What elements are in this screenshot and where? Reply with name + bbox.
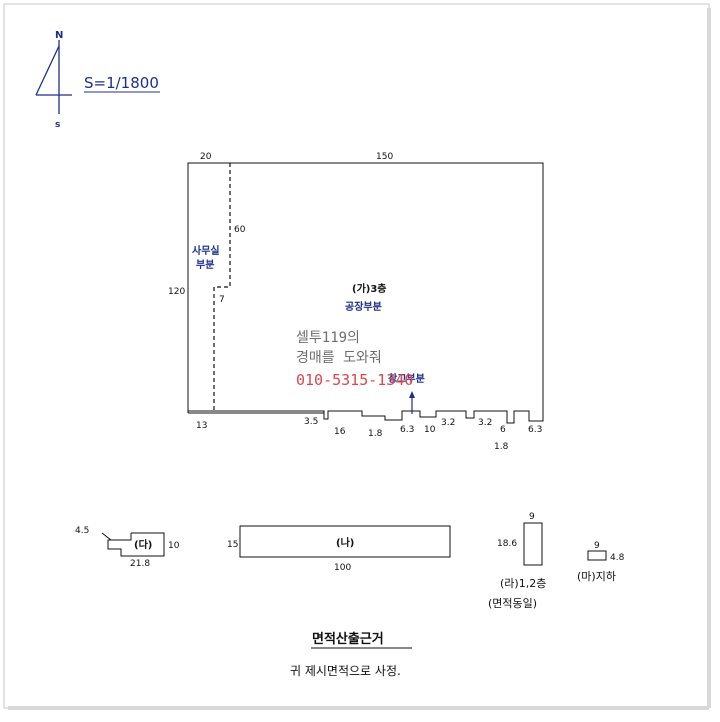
sub-ra-label: (라)1,2층 [500,577,546,590]
watermark-line2: 경매를 도와줘 [296,350,382,366]
north-arrow-icon [35,40,72,114]
dim-bottom-10: 1.8 [494,442,509,452]
dim-bottom-1: 3.5 [304,417,318,427]
office-label-line1: 사무실 [192,244,220,257]
dim-bottom-3: 1.8 [368,429,383,439]
sub-ma-dim-0: 9 [594,541,600,551]
dim-office-height: 60 [234,225,246,235]
sub-ma-dim-1: 4.8 [610,553,625,563]
scale-label: S=1/1800 [84,74,159,92]
sub-building-ra-outline [523,522,543,566]
footer-note: 귀 제시면적으로 사정. [290,664,401,678]
office-partition-line [213,163,231,413]
dim-bottom-6: 3.2 [441,418,455,428]
dim-left-height: 120 [168,287,185,297]
sub-building-da-leader [101,532,112,541]
dim-offset: 7 [219,295,225,305]
sub-na-dim-1: 100 [334,563,351,573]
sub-ma-label: (마)지하 [577,569,616,583]
sub-na-dim-0: 15 [227,540,238,550]
factory-label: 공장부분 [345,300,382,313]
south-label: s [55,120,60,130]
watermark-phone: 010-5315-1340 [296,371,413,389]
warehouse-label: 창고부분 [388,372,425,385]
watermark-line1: 셀투119의 [296,330,360,346]
dim-bottom-7: 3.2 [478,418,492,428]
dim-bottom-5: 10 [424,425,436,435]
main-building-outline [187,162,544,424]
floor-label: (가)3층 [352,282,387,295]
sub-ra-note: (면적동일) [488,596,537,610]
sub-building-ma-outline [587,550,607,561]
warehouse-arrow-head-icon [409,391,415,398]
dim-top-main: 150 [376,152,393,162]
sub-na-label: (나) [336,536,354,549]
sub-ra-dim-1: 18.6 [497,539,517,549]
dim-top-left: 20 [200,152,212,162]
dim-bottom-2: 16 [334,427,346,437]
footer-title: 면적산출근거 [312,631,384,647]
dim-bottom-0: 13 [196,421,207,431]
dim-bottom-9: 6.3 [528,425,542,435]
sub-building-na-outline [239,525,451,558]
sub-da-dim-0: 4.5 [75,526,89,536]
sub-da-label: (다) [134,538,152,551]
office-label-line2: 부분 [196,259,214,271]
sub-da-dim-1: 10 [168,541,180,551]
page-border [3,3,710,709]
dim-bottom-4: 6.3 [400,425,414,435]
sub-ra-dim-0: 9 [529,512,535,522]
dim-bottom-8: 6 [500,425,506,435]
sub-building-da-outline [107,532,165,557]
sub-da-dim-2: 21.8 [130,559,150,569]
north-label: N [55,30,63,41]
